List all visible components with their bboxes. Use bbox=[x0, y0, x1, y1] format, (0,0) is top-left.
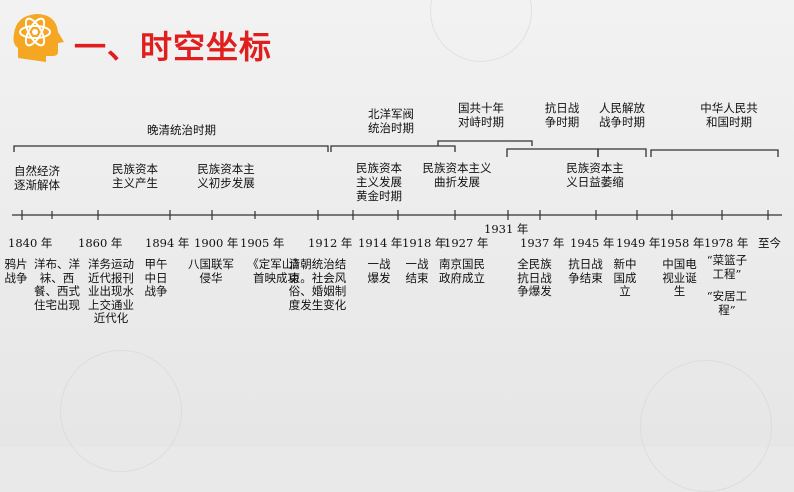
event-1937: 全民族抗日战争爆发 bbox=[517, 257, 552, 298]
bracket-liberation bbox=[597, 148, 647, 157]
era-kmt-line2: 对峙时期 bbox=[458, 115, 504, 129]
year-1931: 1931 年 bbox=[484, 222, 529, 236]
year-1912: 1912 年 bbox=[308, 236, 353, 250]
era-beiyang-line1: 北洋军阀 bbox=[368, 107, 414, 121]
year-1949: 1949 年 bbox=[616, 236, 661, 250]
label-capital-born-1: 民族资本 bbox=[112, 162, 158, 176]
year-1927: 1927 年 bbox=[444, 236, 489, 250]
event-1927: 南京国民政府成立 bbox=[439, 257, 485, 285]
era-liberation-line2: 战争时期 bbox=[599, 115, 645, 129]
era-kmt-line1: 国共十年 bbox=[458, 101, 504, 115]
label-capital-shrink-2: 义日益萎缩 bbox=[566, 175, 624, 189]
bracket-anti-japan bbox=[506, 148, 599, 157]
label-capital-golden-3: 黄金时期 bbox=[356, 189, 402, 203]
label-capital-golden-1: 民族资本 bbox=[356, 161, 402, 175]
year-1958: 1958 年 bbox=[660, 236, 705, 250]
bracket-beiyang bbox=[330, 145, 456, 152]
event-1905: 《定军山》首映成功 bbox=[247, 257, 305, 285]
year-now: 至今 bbox=[758, 236, 781, 250]
year-1860: 1860 年 bbox=[78, 236, 123, 250]
year-1894: 1894 年 bbox=[145, 236, 190, 250]
event-1918: 一战结束 bbox=[405, 257, 429, 285]
timeline-graphics bbox=[12, 140, 782, 220]
bracket-kmt-decade bbox=[437, 140, 533, 146]
year-1840: 1840 年 bbox=[8, 236, 53, 250]
event-1949: 新中国成立 bbox=[613, 257, 637, 298]
label-capital-initial-2: 义初步发展 bbox=[197, 176, 255, 190]
atom-head-logo-icon bbox=[13, 14, 64, 62]
event-1945: 抗日战争结束 bbox=[568, 257, 603, 285]
event-1914: 一战爆发 bbox=[367, 257, 391, 285]
year-1905: 1905 年 bbox=[240, 236, 285, 250]
label-capital-born-2: 主义产生 bbox=[112, 176, 158, 190]
era-anti-japan-line2: 争时期 bbox=[544, 115, 580, 129]
bracket-late-qing bbox=[13, 145, 329, 152]
label-natural-economy-1: 自然经济 bbox=[14, 164, 60, 178]
event-1840: 鸦片战争 bbox=[4, 257, 28, 285]
event-1900: 八国联军侵华 bbox=[188, 257, 234, 285]
year-1914: 1914 年 bbox=[358, 236, 403, 250]
event-1860-b: 洋务运动近代报刊业出现水上交通业近代化 bbox=[88, 257, 134, 325]
bracket-prc bbox=[650, 149, 779, 157]
event-1978-b: “安居工程” bbox=[706, 289, 748, 317]
label-capital-golden-2: 主义发展 bbox=[356, 175, 402, 189]
year-1937: 1937 年 bbox=[520, 236, 565, 250]
year-1978: 1978 年 bbox=[704, 236, 749, 250]
event-1978-a: “菜篮子工程” bbox=[706, 253, 748, 281]
label-capital-tortuous-2: 曲折发展 bbox=[434, 175, 480, 189]
label-capital-initial-1: 民族资本主 bbox=[197, 162, 255, 176]
era-prc-line1: 中华人民共 bbox=[700, 101, 758, 115]
event-1958: 中国电视业诞生 bbox=[662, 257, 697, 298]
label-capital-shrink-1: 民族资本主 bbox=[566, 161, 624, 175]
event-1912: 清朝统治结束。社会风俗、婚姻制度发生变化 bbox=[288, 257, 347, 312]
year-1945: 1945 年 bbox=[570, 236, 615, 250]
label-natural-economy-2: 逐渐解体 bbox=[14, 178, 60, 192]
era-beiyang-line2: 统治时期 bbox=[368, 121, 414, 135]
era-anti-japan-line1: 抗日战 bbox=[544, 101, 580, 115]
era-liberation-line1: 人民解放 bbox=[599, 101, 645, 115]
event-1894: 甲午中日战争 bbox=[144, 257, 168, 298]
page-title: 一、时空坐标 bbox=[74, 28, 273, 66]
event-1860-a: 洋布、洋袜、西餐、西式住宅出现 bbox=[34, 257, 80, 312]
label-capital-tortuous-1: 民族资本主义 bbox=[422, 161, 492, 175]
year-1900: 1900 年 bbox=[194, 236, 239, 250]
era-prc-line2: 和国时期 bbox=[706, 115, 752, 129]
year-1918: 1918 年 bbox=[402, 236, 447, 250]
era-late-qing: 晚清统治时期 bbox=[147, 123, 216, 137]
